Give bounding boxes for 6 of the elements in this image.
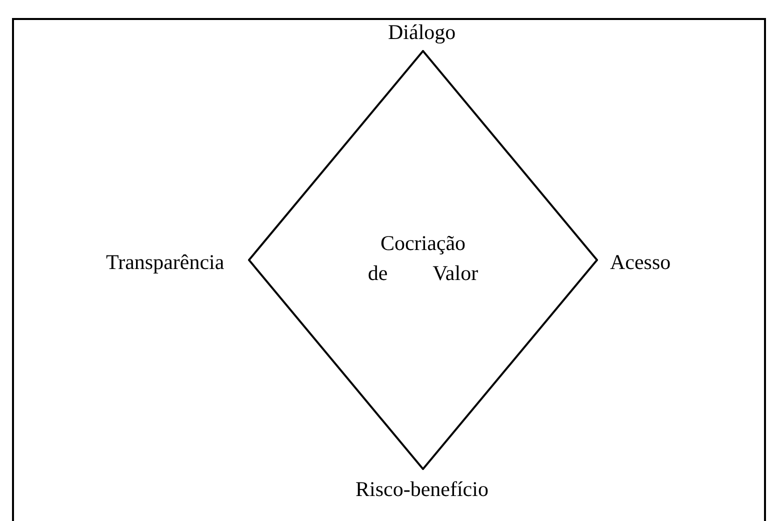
concept-label: Cocriação de Valor <box>366 230 480 287</box>
dimension-label: Acesso <box>610 250 671 275</box>
dimension-label: Transparência <box>106 250 224 275</box>
dimension-label: Risco-benefício <box>356 477 488 502</box>
dimension-label: Diálogo <box>388 20 456 45</box>
concept-diamond <box>248 50 598 470</box>
